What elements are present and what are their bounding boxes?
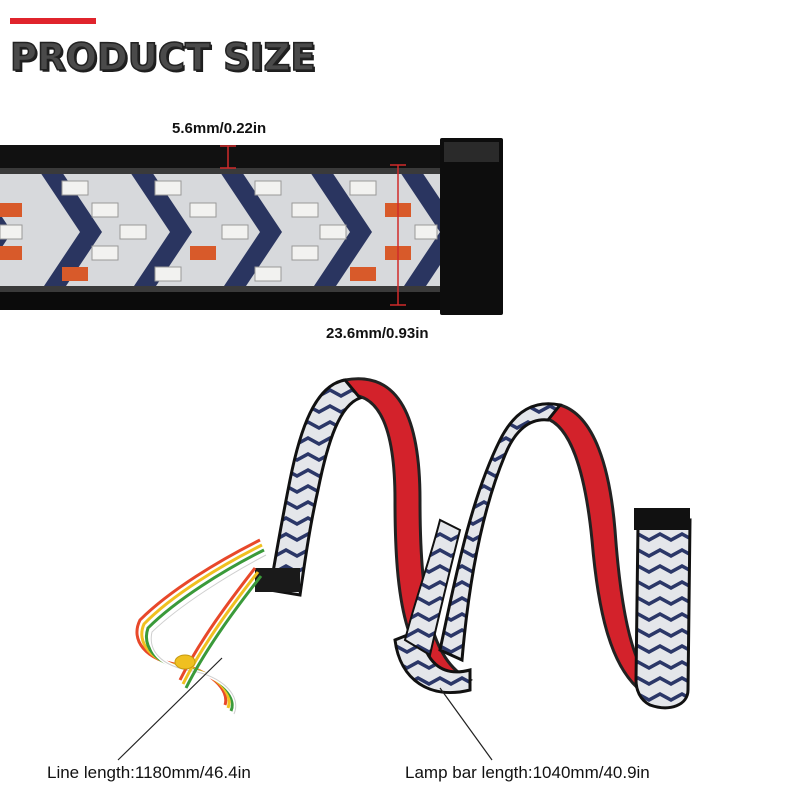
thickness-label: 5.6mm/0.22in (172, 120, 267, 137)
wire-bundle (135, 538, 267, 715)
title-accent-bar (10, 18, 96, 24)
led-chips (0, 180, 438, 282)
end-cap (440, 138, 503, 315)
strip-closeup (0, 138, 503, 315)
dimension-markers (220, 145, 406, 306)
line-length-caption: Line length:1180mm/46.4in (47, 763, 251, 782)
lamp-bar-length-caption: Lamp bar length:1040mm/40.9in (405, 763, 650, 782)
connector (255, 568, 300, 592)
strip-end-cap (634, 508, 690, 530)
leader-lines (117, 657, 493, 761)
lamp-strip-spiral (255, 377, 692, 710)
width-label: 23.6mm/0.93in (326, 325, 429, 342)
page-title: PRODUCT SIZE (9, 35, 316, 80)
